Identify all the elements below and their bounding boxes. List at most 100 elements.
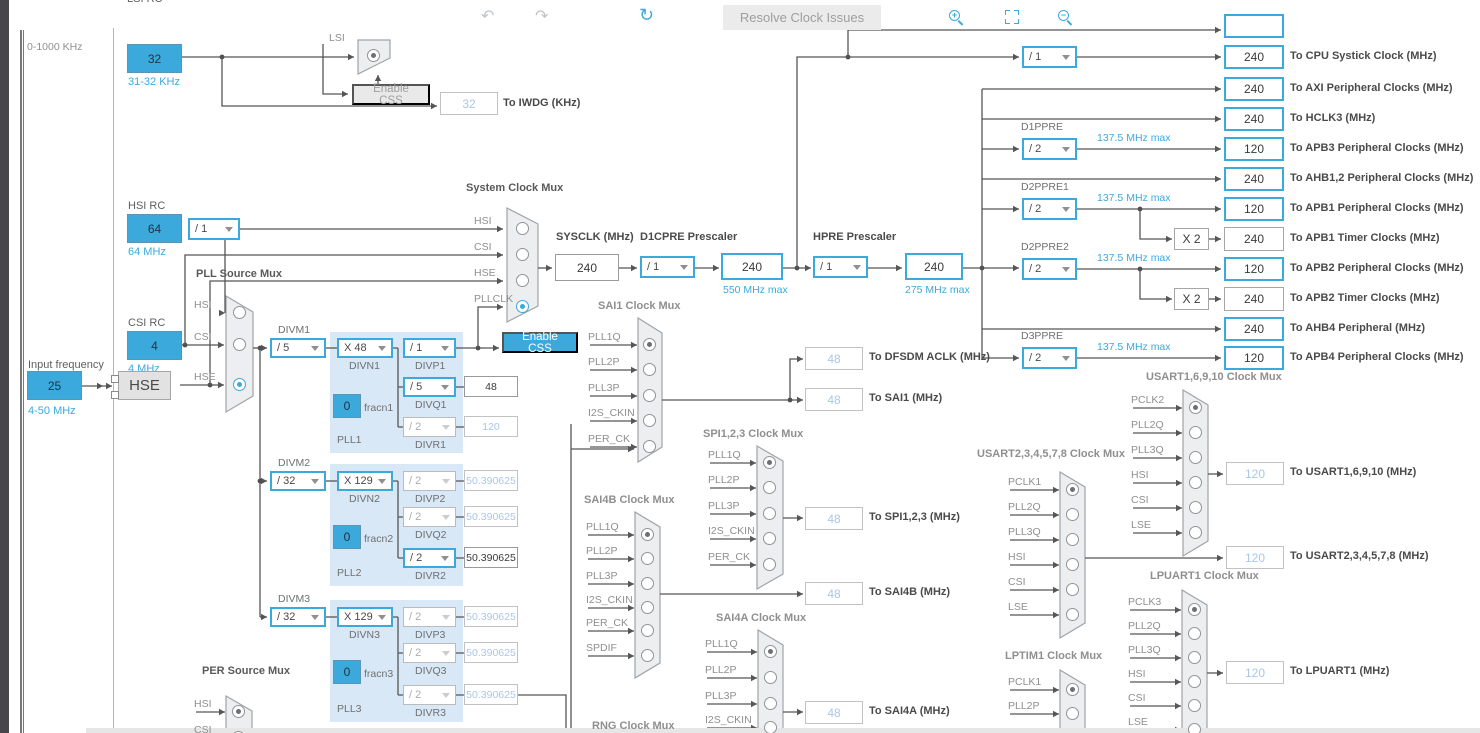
spi123-clock-mux-input-i2s_ckin-radio[interactable] [763, 532, 776, 545]
ahb12-value-box[interactable]: 240 [1224, 167, 1284, 191]
input-frequency-value-box[interactable]: 25 [27, 371, 82, 400]
pll3-fracn-box[interactable]: 0 [333, 660, 361, 684]
usart234578-clock-mux-input-pll2q-radio[interactable] [1066, 508, 1079, 521]
usart234578-clock-mux-input-hsi-radio[interactable] [1066, 558, 1079, 571]
usart16910-clock-mux-input-lse-radio[interactable] [1189, 526, 1202, 539]
pll1-divm-dropdown[interactable]: / 5 [270, 338, 326, 358]
apb2-value-box[interactable]: 120 [1224, 257, 1284, 281]
lpuart1-clock-mux-input-pll2q-radio[interactable] [1188, 627, 1201, 640]
spi123-clock-mux-input-per_ck-radio[interactable] [763, 558, 776, 571]
system-clock-mux-input-hsi-radio[interactable] [516, 222, 529, 235]
hsi-divider-dropdown[interactable]: / 1 [188, 218, 240, 240]
spi123-clock-mux-input-pll1q-radio[interactable] [763, 456, 776, 469]
pll-source-mux-input-hsi-radio[interactable] [233, 306, 246, 319]
usart16910-clock-mux-input-pll3q-radio[interactable] [1189, 451, 1202, 464]
pll1-divp1-dropdown[interactable]: / 1 [403, 338, 456, 358]
apb4-divider-dropdown[interactable]: / 2 [1022, 347, 1077, 369]
usart16910-clock-mux-input-hsi-radio[interactable] [1189, 476, 1202, 489]
cut-top-value-box[interactable] [1224, 14, 1284, 38]
sai4b-clock-mux-input-pll1q-radio[interactable] [641, 528, 654, 541]
pll2-divr2-out-box[interactable]: 50.390625 [464, 547, 518, 568]
lpuart1-clock-mux-input-csi-radio[interactable] [1188, 699, 1201, 712]
usart234578-clock-mux-input-csi-radio[interactable] [1066, 583, 1079, 596]
hclk3-value-box[interactable]: 240 [1224, 107, 1284, 131]
zoom-out-icon[interactable]: − [1058, 10, 1074, 26]
resolve-clock-issues-button[interactable]: Resolve Clock Issues [723, 5, 881, 30]
spi123-clock-mux-input-pll2p-radio[interactable] [763, 481, 776, 494]
csi-rc-value-box[interactable]: 4 [127, 331, 182, 360]
sai4b-clock-mux-input-pll2p-radio[interactable] [641, 552, 654, 565]
pll1-fracn-box[interactable]: 0 [333, 394, 361, 418]
sai4b-clock-mux-input-i2s_ckin-radio[interactable] [641, 601, 654, 614]
usart234578-clock-mux-input-pll3q-radio[interactable] [1066, 533, 1079, 546]
pll2-divm-dropdown[interactable]: / 32 [270, 471, 326, 491]
usart16910-clock-mux-input-pll2q-radio[interactable] [1189, 426, 1202, 439]
sai4b-clock-mux-input-pll3p-radio[interactable] [641, 577, 654, 590]
fit-screen-icon[interactable] [1005, 10, 1019, 24]
pll2-divn-dropdown[interactable]: X 129 [337, 471, 393, 491]
usart234578-clock-mux-input-pclk1-radio[interactable] [1066, 483, 1079, 496]
d1cpre-out-box[interactable]: 240 [721, 253, 783, 280]
sai1-clock-mux-input-pll1q-radio[interactable] [643, 338, 656, 351]
pll1-divn-dropdown[interactable]: X 48 [337, 338, 393, 358]
sai1-clock-mux-input-i2s_ckin-radio[interactable] [643, 414, 656, 427]
sai1-clock-mux-input-pll3p-radio[interactable] [643, 389, 656, 402]
hpre-prescaler-dropdown[interactable]: / 1 [813, 256, 868, 278]
cpu-systick-divider-dropdown[interactable]: / 1 [1022, 46, 1077, 68]
system-clock-mux-input-hse-radio[interactable] [516, 274, 529, 287]
reset-icon[interactable]: ↻ [639, 6, 654, 24]
apb3-value-box[interactable]: 120 [1224, 137, 1284, 161]
sai4b-clock-mux-input-spdif-radio[interactable] [641, 649, 654, 662]
left-divider-thick[interactable] [20, 30, 22, 733]
lpuart1-clock-mux-input-hsi-radio[interactable] [1188, 675, 1201, 688]
zoom-in-icon[interactable]: + [949, 10, 965, 26]
pll2-divm-label: DIVM2 [278, 457, 310, 469]
pll2-fracn-box[interactable]: 0 [333, 525, 361, 549]
sai1-clock-mux-input-pll2p-radio[interactable] [643, 363, 656, 376]
system-clock-mux-input-csi-radio[interactable] [516, 248, 529, 261]
axi-value-box[interactable]: 240 [1224, 77, 1284, 101]
sai4a-clock-mux-input-pll3p-radio[interactable] [764, 697, 777, 710]
apb1-value-box[interactable]: 120 [1224, 197, 1284, 221]
ahb4-value-box[interactable]: 240 [1224, 317, 1284, 341]
lpuart1-clock-mux-input-pclk3-radio[interactable] [1188, 603, 1201, 616]
system-clock-mux-input-pllclk-radio[interactable] [516, 300, 529, 313]
usart234578-clock-mux-input-lse-radio[interactable] [1066, 608, 1079, 621]
sai4a-clock-mux-input-pll2p-radio[interactable] [764, 671, 777, 684]
system-enable-css-button[interactable]: Enable CSS [502, 332, 578, 353]
lsi-mux-input-lsi-radio[interactable] [367, 49, 380, 62]
sai4b-clock-mux-input-per_ck-radio[interactable] [641, 624, 654, 637]
hsi-rc-value-box[interactable]: 64 [127, 214, 182, 243]
usart16910-clock-mux-input-pclk2-radio[interactable] [1189, 401, 1202, 414]
apb1-divider-dropdown[interactable]: / 2 [1022, 198, 1077, 220]
per-source-mux-input-hsi-radio[interactable] [232, 705, 245, 718]
lsi-rc-value-box[interactable]: 32 [127, 44, 182, 73]
lptim1-clock-mux-input-pclk1-radio[interactable] [1066, 683, 1079, 696]
sai1-clock-mux-input-per_ck-radio[interactable] [643, 440, 656, 453]
pll3-divn-dropdown[interactable]: X 129 [337, 607, 393, 627]
pll-source-mux-input-csi-radio[interactable] [233, 338, 246, 351]
pll1-divq1-out-box[interactable]: 48 [464, 376, 518, 397]
sai4a-clock-mux-input-i2s_ckin-radio[interactable] [764, 721, 777, 733]
pll2-divr2-dropdown[interactable]: / 2 [403, 548, 456, 568]
hpre-out-box[interactable]: 240 [905, 253, 963, 280]
bottom-scrollbar[interactable] [86, 728, 1480, 733]
apb3-divider-dropdown[interactable]: / 2 [1022, 138, 1077, 160]
pll1-divq1-dropdown[interactable]: / 5 [403, 377, 456, 397]
undo-icon[interactable]: ↶ [481, 8, 494, 26]
redo-icon[interactable]: ↷ [535, 8, 548, 26]
d1cpre-prescaler-dropdown[interactable]: / 1 [640, 256, 695, 278]
lpuart1-clock-mux-input-pll3q-radio[interactable] [1188, 651, 1201, 664]
pll-source-mux-input-hse-radio[interactable] [233, 378, 246, 391]
spi123-clock-mux-input-pll3p-radio[interactable] [763, 507, 776, 520]
lpuart1-clock-mux-input-lse-radio[interactable] [1188, 723, 1201, 733]
sai4a-clock-mux-input-pll1q-radio[interactable] [764, 645, 777, 658]
sysclk-value-box[interactable]: 240 [555, 254, 619, 281]
usart16910-clock-mux-input-csi-radio[interactable] [1189, 501, 1202, 514]
cpu-systick-value-box[interactable]: 240 [1224, 45, 1284, 69]
apb2-divider-dropdown[interactable]: / 2 [1022, 258, 1077, 280]
lsi-enable-css-button[interactable]: Enable CSS [352, 84, 430, 105]
lptim1-clock-mux-input-pll2p-radio[interactable] [1066, 707, 1079, 720]
pll3-divm-dropdown[interactable]: / 32 [270, 607, 326, 627]
apb4-value-box[interactable]: 120 [1224, 346, 1284, 370]
